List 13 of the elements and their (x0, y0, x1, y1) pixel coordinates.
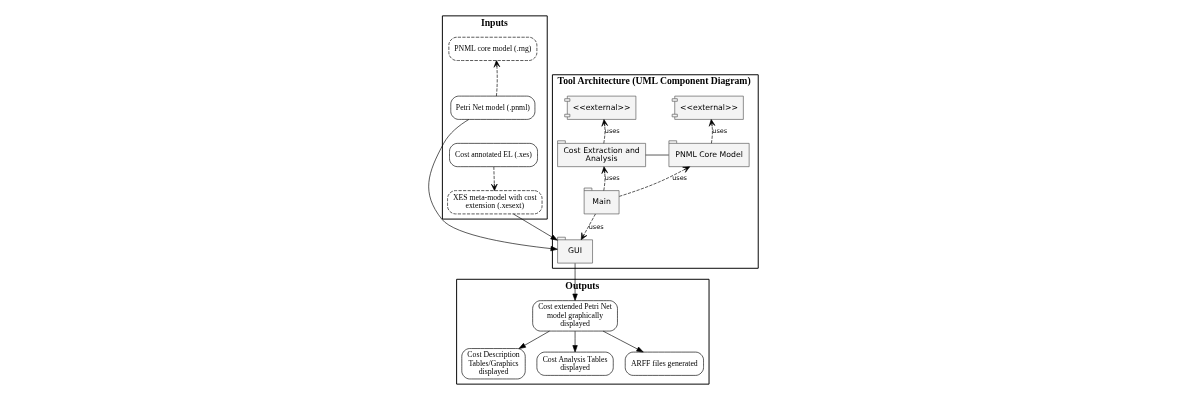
arrow (619, 166, 691, 197)
arrow (493, 60, 501, 97)
arrow (572, 263, 578, 301)
arrow (572, 330, 578, 353)
arrow (602, 330, 644, 353)
arrow (708, 119, 716, 144)
arrow (580, 213, 596, 241)
arrow (601, 166, 608, 191)
arrow (513, 213, 558, 241)
arrow (428, 119, 558, 252)
arrow (601, 119, 608, 144)
arrow (491, 166, 498, 191)
arrow (518, 330, 550, 349)
